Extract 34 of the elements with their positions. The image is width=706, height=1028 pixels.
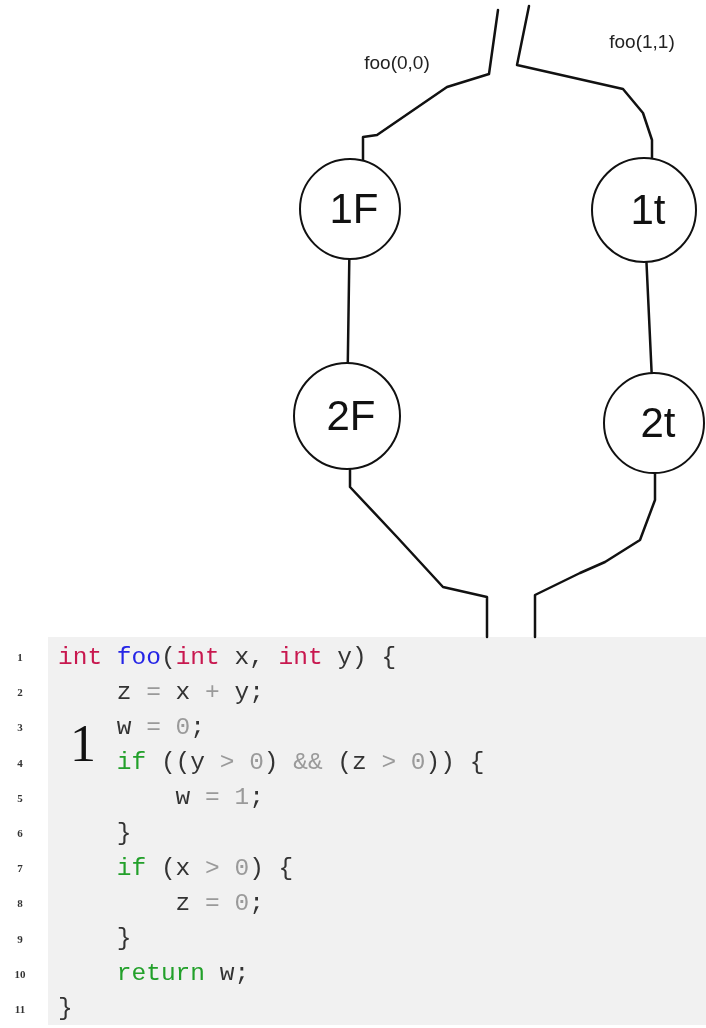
- node-label: 2t: [639, 402, 676, 444]
- line-number: 8: [17, 897, 23, 911]
- connector-line: [645, 261, 653, 374]
- line-number: 6: [17, 826, 23, 840]
- line-number: 10: [14, 967, 26, 981]
- connector-line: [346, 258, 351, 364]
- line-number: 7: [17, 862, 23, 876]
- code-line: w = 1;: [175, 784, 264, 813]
- node-label: 2F: [325, 395, 376, 437]
- connector-line: [361, 8, 500, 161]
- node-label: 1F: [328, 188, 379, 230]
- line-number: 2: [17, 686, 23, 700]
- code-block: [48, 637, 706, 1025]
- line-number: 3: [17, 721, 23, 735]
- line-number: 11: [14, 1002, 26, 1016]
- code-line: z = x + y;: [116, 678, 264, 707]
- connector-line: [515, 4, 654, 159]
- line-number: 5: [17, 791, 23, 805]
- connector-line: [348, 468, 489, 639]
- connector-line: [533, 472, 657, 639]
- code-line: if ((y > 0) && (z > 0)) {: [116, 749, 485, 778]
- line-number: 1: [17, 651, 23, 664]
- code-line: }: [116, 819, 132, 848]
- code-line: w = 0;: [116, 713, 205, 742]
- code-line: return w;: [116, 960, 250, 989]
- handwritten-number: 1: [70, 718, 96, 770]
- code-line: }: [116, 925, 132, 954]
- code-line: if (x > 0) {: [116, 854, 294, 883]
- line-number: 9: [17, 932, 23, 946]
- code-line: int foo(int x, int y) {: [58, 643, 397, 672]
- line-number: 4: [17, 756, 23, 770]
- node-label: 1t: [629, 189, 666, 231]
- code-line: }: [58, 995, 73, 1024]
- code-line: z = 0;: [175, 889, 264, 918]
